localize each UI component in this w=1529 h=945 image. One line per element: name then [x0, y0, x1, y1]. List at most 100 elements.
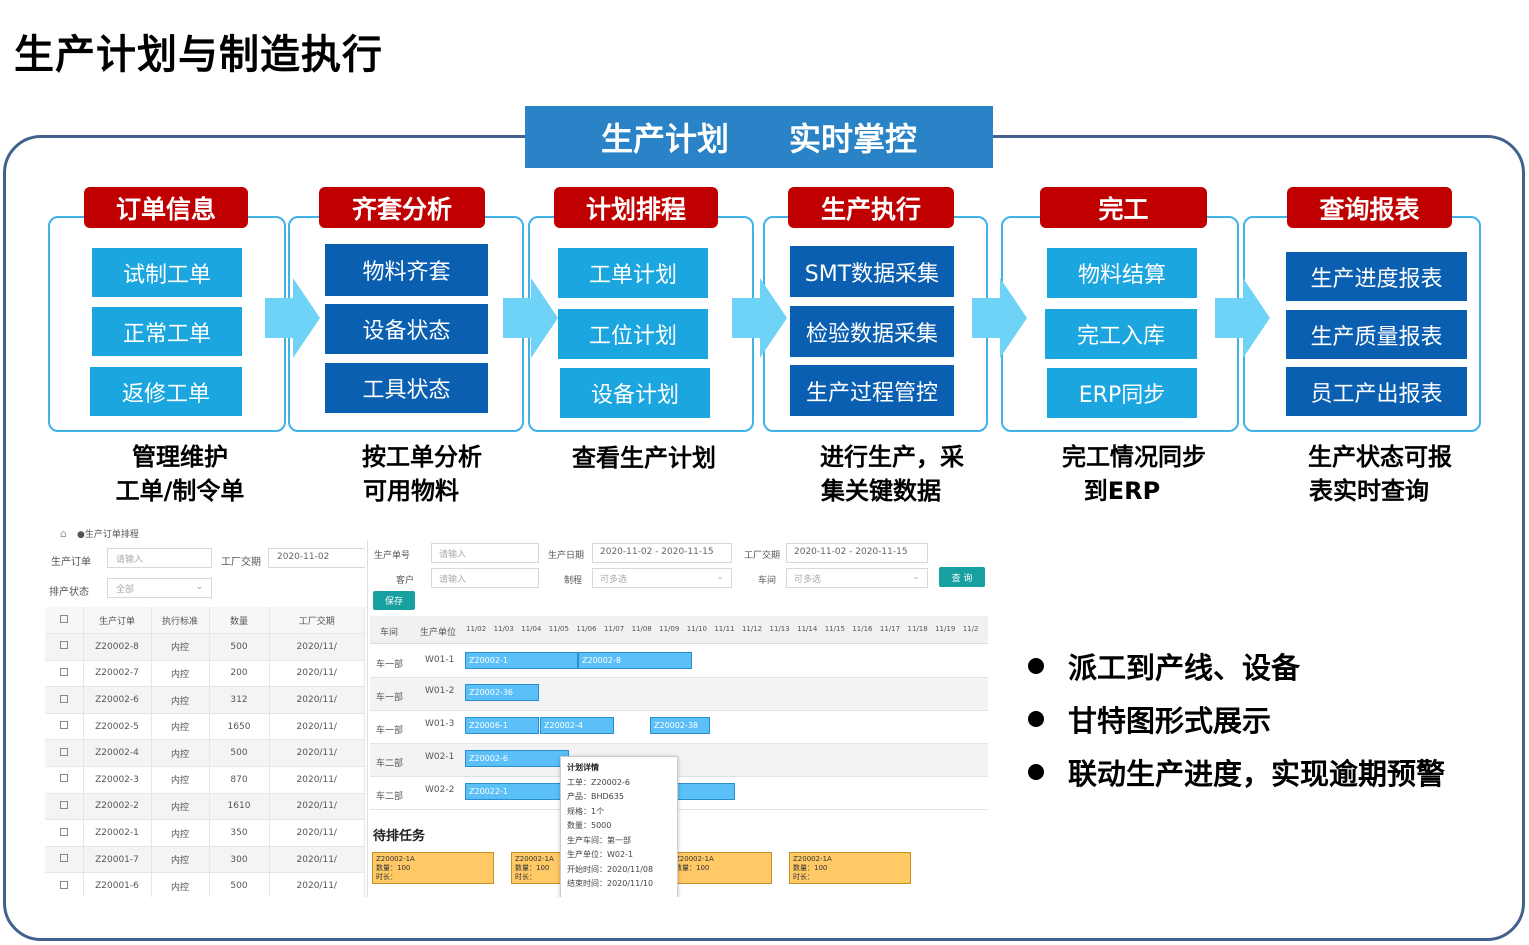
row-checkbox[interactable] [45, 766, 84, 794]
cell: 1650 [209, 713, 270, 741]
pill-rework-order[interactable]: 返修工单 [90, 367, 242, 416]
gantt-row[interactable]: 车一部 W01-2 Z20002-36 [370, 678, 988, 711]
task-time: 时长： [376, 873, 397, 881]
row-checkbox[interactable] [45, 713, 84, 741]
line-select[interactable]: 可多选⌄ [786, 568, 928, 588]
row-checkbox[interactable] [45, 660, 84, 688]
pill-normal-order[interactable]: 正常工单 [92, 307, 242, 356]
cell: 内控 [151, 739, 210, 768]
row-checkbox[interactable] [45, 686, 84, 714]
select-all-checkbox[interactable] [45, 607, 84, 635]
plan-date-label: 生产日期 [548, 551, 585, 561]
flow-arrow-icon [1215, 278, 1270, 358]
gantt-day-label: 11/17 [879, 625, 901, 633]
gantt-bar[interactable]: Z20002-38 [650, 717, 710, 734]
cell: Z20002-8 [83, 633, 152, 661]
popup-line: 开始时间：2020/11/08 [567, 864, 654, 874]
bullet-text: 甘特图形式展示 [1068, 704, 1272, 738]
gantt-row[interactable]: 车一部 W01-3 Z20006-1 Z20002-4 Z20002-38 [370, 711, 988, 744]
pending-tasks-title: 待排任务 [373, 829, 426, 844]
gantt-bar[interactable]: Z20002-8 [578, 652, 692, 669]
caption-line: 管理维护 [132, 443, 228, 471]
column-header[interactable]: 生产订单 [83, 607, 152, 635]
cell: 350 [209, 819, 270, 847]
status-filter-select[interactable]: 全部 ⌄ [107, 578, 212, 598]
cell: 2020/11/ [269, 846, 365, 874]
cell: Z20002-7 [83, 660, 152, 688]
gantt-bar[interactable]: Z20002-6 [465, 750, 569, 767]
gantt-bar[interactable]: Z20002-1 [465, 652, 578, 669]
cell: Z20001-6 [83, 872, 152, 897]
pill-equipment-status[interactable]: 设备状态 [325, 304, 488, 354]
pill-material-kit[interactable]: 物料齐套 [325, 244, 488, 296]
row-checkbox[interactable] [45, 819, 84, 847]
pill-warehousing[interactable]: 完工入库 [1045, 309, 1197, 359]
gantt-bar[interactable]: Z20002-36 [465, 684, 539, 701]
customer-input[interactable]: 请输入 [431, 568, 539, 588]
row-line: 车一部 [376, 726, 404, 736]
query-button[interactable]: 查 询 [939, 567, 985, 587]
column-header[interactable]: 数量 [209, 607, 270, 635]
cell: Z20002-3 [83, 766, 152, 794]
pill-erp-sync[interactable]: ERP同步 [1047, 368, 1197, 418]
pill-progress-report[interactable]: 生产进度报表 [1286, 252, 1467, 301]
row-checkbox[interactable] [45, 633, 84, 661]
pill-tool-status[interactable]: 工具状态 [325, 363, 488, 413]
caption-order: 管理维护 工单/制令单 [80, 440, 280, 508]
column-header[interactable]: 工厂交期 [269, 607, 365, 635]
gantt-row[interactable]: 车一部 W01-1 Z20002-1 Z20002-8 [370, 645, 988, 678]
pending-task-card[interactable]: Z20002-1A 数量：100 时长： [789, 852, 911, 884]
pill-trial-order[interactable]: 试制工单 [92, 248, 242, 297]
gantt-bar[interactable]: Z20002-4 [540, 717, 614, 734]
column-header[interactable]: 执行标准 [151, 607, 210, 635]
caption-line: 生产状态可报 [1308, 443, 1452, 471]
pill-output-report[interactable]: 员工产出报表 [1286, 367, 1467, 416]
pending-task-card[interactable]: Z20002-1A 数量：100 时长： [372, 852, 494, 884]
cell: 312 [209, 686, 270, 714]
date-filter-input[interactable]: 2020-11-02 [268, 548, 365, 568]
pill-process-control[interactable]: 生产过程管控 [790, 365, 954, 416]
cell: 500 [209, 872, 270, 897]
pill-work-order-plan[interactable]: 工单计划 [558, 248, 708, 298]
bullet-item: 派工到产线、设备 [1028, 645, 1300, 687]
pill-smt-data[interactable]: SMT数据采集 [790, 246, 954, 297]
row-checkbox[interactable] [45, 739, 84, 768]
bullet-text: 联动生产进度，实现逾期预警 [1068, 757, 1446, 791]
order-no-input[interactable]: 请输入 [431, 543, 539, 563]
save-button[interactable]: 保存 [373, 591, 415, 610]
order-filter-input[interactable]: 请输入 [107, 548, 212, 568]
cell: Z20002-1 [83, 819, 152, 847]
gantt-header-line: 车间 [380, 628, 399, 638]
cell: 内控 [151, 686, 210, 714]
cell: Z20002-5 [83, 713, 152, 741]
home-icon[interactable]: ⌂ [60, 527, 67, 540]
gantt-bar[interactable]: Z20006-1 [465, 717, 539, 734]
row-unit: W02-2 [425, 785, 455, 795]
cell: 2020/11/ [269, 739, 365, 768]
pill-quality-report[interactable]: 生产质量报表 [1286, 310, 1467, 359]
plan-date-range[interactable]: 2020-11-02 - 2020-11-15 [592, 543, 732, 563]
bullet-dot-icon [1028, 764, 1044, 780]
cell: 2020/11/ [269, 766, 365, 794]
pill-inspection-data[interactable]: 检验数据采集 [790, 306, 954, 357]
process-select[interactable]: 可多选⌄ [592, 568, 732, 588]
pill-equipment-plan[interactable]: 设备计划 [560, 368, 710, 418]
gantt-row[interactable]: 车二部 W02-1 Z20002-6 [370, 744, 988, 777]
gantt-row[interactable]: 车二部 W02-2 Z20022-1 [370, 777, 988, 810]
row-checkbox[interactable] [45, 872, 84, 897]
pill-station-plan[interactable]: 工位计划 [558, 309, 708, 359]
pill-material-settlement[interactable]: 物料结算 [1047, 248, 1197, 298]
factory-date-range[interactable]: 2020-11-02 - 2020-11-15 [786, 543, 928, 563]
row-checkbox[interactable] [45, 793, 84, 821]
row-checkbox[interactable] [45, 846, 84, 874]
